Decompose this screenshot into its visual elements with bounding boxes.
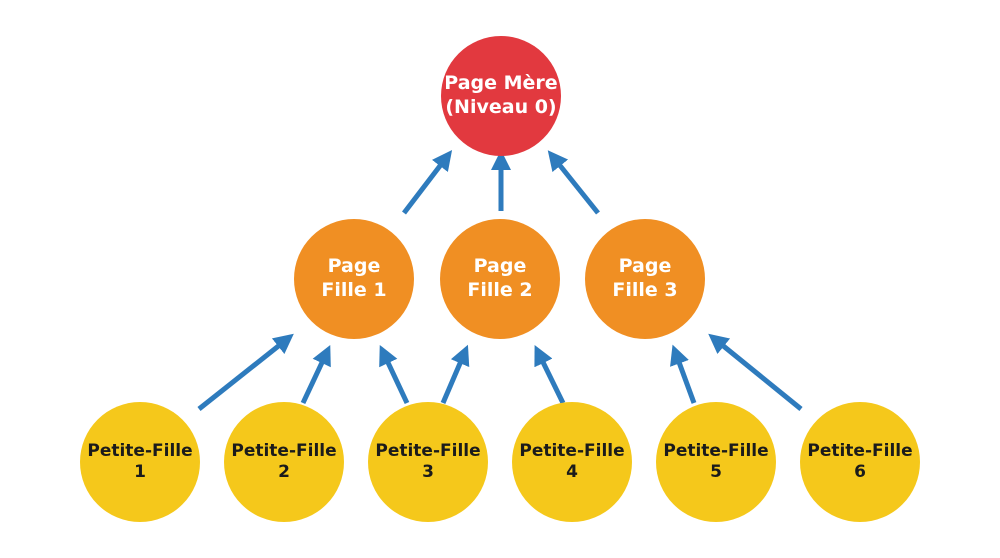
node-page-fille-2: Page Fille 2: [440, 219, 560, 339]
node-label-line1: Petite-Fille: [519, 440, 625, 461]
node-page-fille-1: Page Fille 1: [294, 219, 414, 339]
node-petite-fille-3: Petite-Fille 3: [368, 402, 488, 522]
arrow-petite3-to-fille1: [379, 344, 410, 405]
arrow-petite3-to-fille2: [440, 344, 470, 404]
node-label-line2: 2: [278, 462, 290, 482]
node-label-line2: 5: [710, 462, 722, 482]
node-petite-fille-4: Petite-Fille 4: [512, 402, 632, 522]
node-petite-fille-2: Petite-Fille 2: [224, 402, 344, 522]
node-label-line2: 1: [134, 462, 146, 482]
node-label-line1: Page: [473, 255, 527, 278]
node-label-line1: Petite-Fille: [231, 440, 337, 461]
arrow-petite2-to-fille1: [300, 344, 331, 405]
node-petite-fille-1: Petite-Fille 1: [80, 402, 200, 522]
node-label-line2: 6: [854, 462, 866, 482]
node-label-line1: Page Mère: [444, 72, 558, 95]
node-label-line1: Page: [327, 255, 381, 278]
arrow-petite4-to-fille2: [534, 345, 566, 405]
arrow-fille1-to-mere: [402, 150, 453, 215]
node-label-line1: Page: [618, 255, 672, 278]
node-page-fille-3: Page Fille 3: [585, 219, 705, 339]
node-page-mere: Page Mère (Niveau 0): [441, 36, 561, 156]
node-label-line1: Petite-Fille: [375, 440, 481, 461]
node-label-line2: Fille 3: [612, 279, 678, 301]
node-label-line2: (Niveau 0): [445, 96, 557, 118]
node-label-line2: Fille 1: [321, 279, 387, 301]
node-label-line1: Petite-Fille: [87, 440, 193, 461]
arrow-fille3-to-mere: [547, 150, 600, 215]
node-label-line1: Petite-Fille: [807, 440, 913, 461]
node-label-line2: Fille 2: [467, 279, 533, 301]
arrow-petite1-to-fille1: [197, 333, 294, 411]
node-petite-fille-5: Petite-Fille 5: [656, 402, 776, 522]
arrow-petite5-to-fille3: [670, 344, 697, 404]
node-petite-fille-6: Petite-Fille 6: [800, 402, 920, 522]
arrow-petite6-to-fille3: [708, 333, 803, 411]
node-label-line2: 4: [566, 462, 578, 482]
node-label-line1: Petite-Fille: [663, 440, 769, 461]
node-label-line2: 3: [422, 462, 434, 482]
